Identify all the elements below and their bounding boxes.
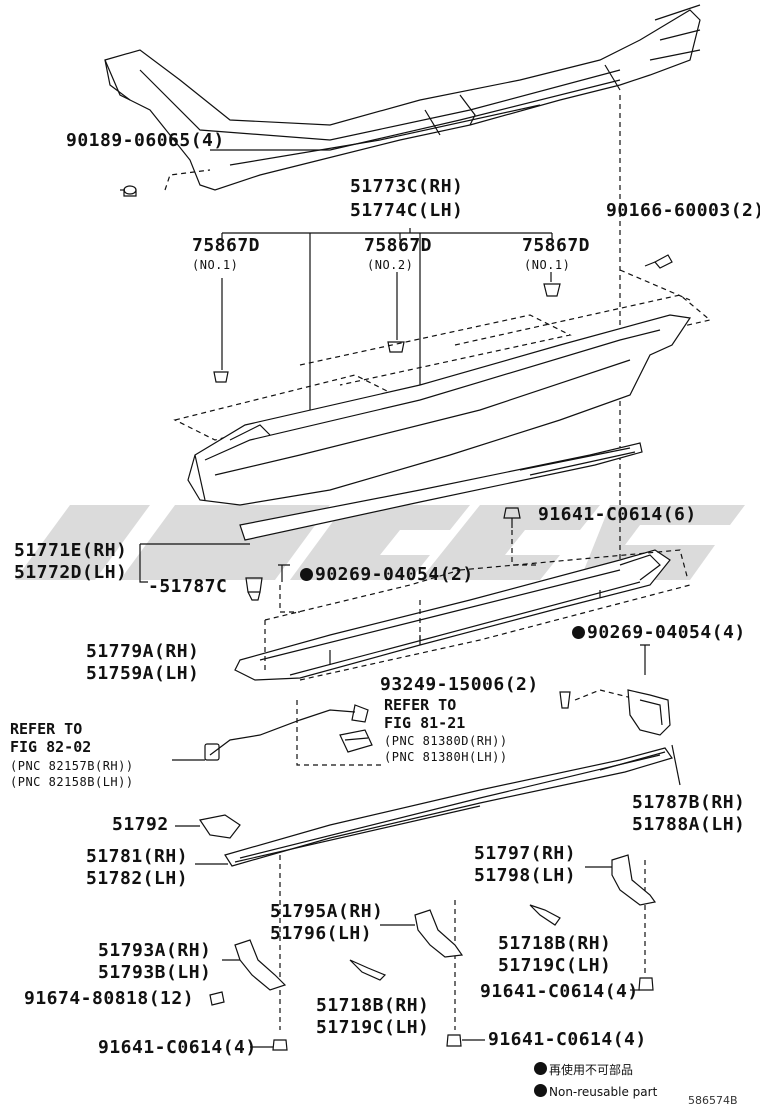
- label-91674: 91674-80818(12): [24, 988, 195, 1009]
- label-51793a: 51793A(RH): [98, 940, 212, 961]
- clip-75867-c: [543, 272, 561, 297]
- label-51795a: 51795A(RH): [270, 901, 384, 922]
- pad-51718-left: [349, 959, 387, 981]
- bolt-91641-bl: [250, 1039, 288, 1051]
- label-93249: 93249-15006(2): [380, 674, 539, 695]
- label-51774: 51774C(LH): [350, 200, 464, 221]
- figure-id: 586574B: [688, 1094, 738, 1107]
- bolt-90166: [644, 254, 673, 269]
- legend-en-text: Non-reusable part: [549, 1085, 658, 1099]
- bolt-91641-r: [630, 977, 654, 991]
- watermark-logo: [15, 505, 745, 580]
- label-51787c: -51787C: [148, 576, 228, 597]
- label-75867-c: 75867D: [522, 235, 591, 256]
- legend-en: Non-reusable part: [534, 1084, 657, 1098]
- label-91641-bottom-left: 91641-C0614(4): [98, 1037, 257, 1058]
- bolt-91674: [209, 991, 225, 1006]
- refer-a-line1: REFER TO: [384, 696, 457, 714]
- label-51773: 51773C(RH): [350, 176, 464, 197]
- label-51797: 51797(RH): [474, 843, 577, 864]
- clip-75867-a: [213, 278, 229, 383]
- refer-b-line2: FIG 82-02: [10, 738, 92, 756]
- label-91641-top: 91641-C0614(6): [538, 504, 697, 525]
- refer-b-line3: (PNC 82157B(RH)): [10, 759, 134, 773]
- refer-b-line1: REFER TO: [10, 720, 83, 738]
- label-75867-c-sub: (NO.1): [524, 258, 571, 272]
- clip-75867-b: [387, 272, 405, 353]
- bolt-91641-bm: [446, 1034, 485, 1047]
- label-51772: 51772D(LH): [14, 562, 128, 583]
- refer-a-line2: FIG 81-21: [384, 714, 466, 732]
- label-90166: 90166-60003(2): [606, 200, 760, 221]
- bracket-51793: [222, 939, 287, 991]
- label-51719c-left: 51719C(LH): [316, 1017, 430, 1038]
- label-75867-a: 75867D: [192, 235, 261, 256]
- nonreusable-dot-icon: [534, 1084, 547, 1097]
- label-90269-b-text: 90269-04054(4): [587, 622, 746, 643]
- label-51782: 51782(LH): [86, 868, 189, 889]
- legend-jp-text: 再使用不可部品: [549, 1063, 634, 1077]
- refer-a-line4: (PNC 81380H(LH)): [384, 750, 508, 764]
- nonreusable-dot-icon: [300, 568, 313, 581]
- pad-51718-right: [529, 904, 561, 926]
- nonreusable-dot-icon: [534, 1062, 547, 1075]
- clip-51787c: [245, 577, 263, 601]
- lamp: [339, 729, 373, 753]
- label-51718b-right: 51718B(RH): [498, 933, 612, 954]
- label-51771: 51771E(RH): [14, 540, 128, 561]
- bolt-91641-top: [503, 507, 521, 528]
- label-51719c-right: 51719C(LH): [498, 955, 612, 976]
- bracket-51797: [585, 854, 657, 906]
- leader-51771: [139, 543, 250, 583]
- label-91641-bottom-mid: 91641-C0614(4): [488, 1029, 647, 1050]
- label-51787b: 51787B(RH): [632, 792, 746, 813]
- bolt-91641-top-leader: [511, 530, 540, 566]
- rail-51781: [224, 747, 673, 867]
- bracket-51792: [175, 814, 241, 839]
- label-51792: 51792: [112, 814, 169, 835]
- bolt-90189: [123, 185, 137, 197]
- refer-b-line4: (PNC 82158B(LH)): [10, 775, 134, 789]
- label-90189: 90189-06065(4): [66, 130, 225, 151]
- label-51798: 51798(LH): [474, 865, 577, 886]
- label-91641-right: 91641-C0614(4): [480, 981, 639, 1002]
- screw-90269-a: [278, 564, 290, 582]
- legend-jp: 再使用不可部品: [534, 1062, 633, 1076]
- bracket-51795: [380, 909, 464, 958]
- label-51793b: 51793B(LH): [98, 962, 212, 983]
- moulding-51771: [239, 442, 643, 541]
- label-75867-a-sub: (NO.1): [192, 258, 239, 272]
- step-board-51779: [234, 549, 671, 681]
- bracket-51787b: [627, 689, 681, 786]
- wire-harness: [172, 704, 369, 761]
- label-51718b-left: 51718B(RH): [316, 995, 430, 1016]
- label-51788a: 51788A(LH): [632, 814, 746, 835]
- label-75867-b-sub: (NO.2): [367, 258, 414, 272]
- step-board-box: [264, 549, 691, 681]
- screw-90269-b: [640, 644, 650, 675]
- label-51781: 51781(RH): [86, 846, 189, 867]
- refer-a-line3: (PNC 81380D(RH)): [384, 734, 508, 748]
- label-90269-a: 90269-04054(2): [300, 566, 474, 584]
- label-51796: 51796(LH): [270, 923, 373, 944]
- clip-93249: [559, 691, 571, 709]
- label-75867-b: 75867D: [364, 235, 433, 256]
- step-cover: [187, 314, 692, 506]
- label-51779: 51779A(RH): [86, 641, 200, 662]
- frame-crossmember: [104, 4, 701, 191]
- label-90269-a-text: 90269-04054(2): [315, 564, 474, 585]
- nonreusable-dot-icon: [572, 626, 585, 639]
- label-51759: 51759A(LH): [86, 663, 200, 684]
- label-90269-b: 90269-04054(4): [572, 624, 746, 642]
